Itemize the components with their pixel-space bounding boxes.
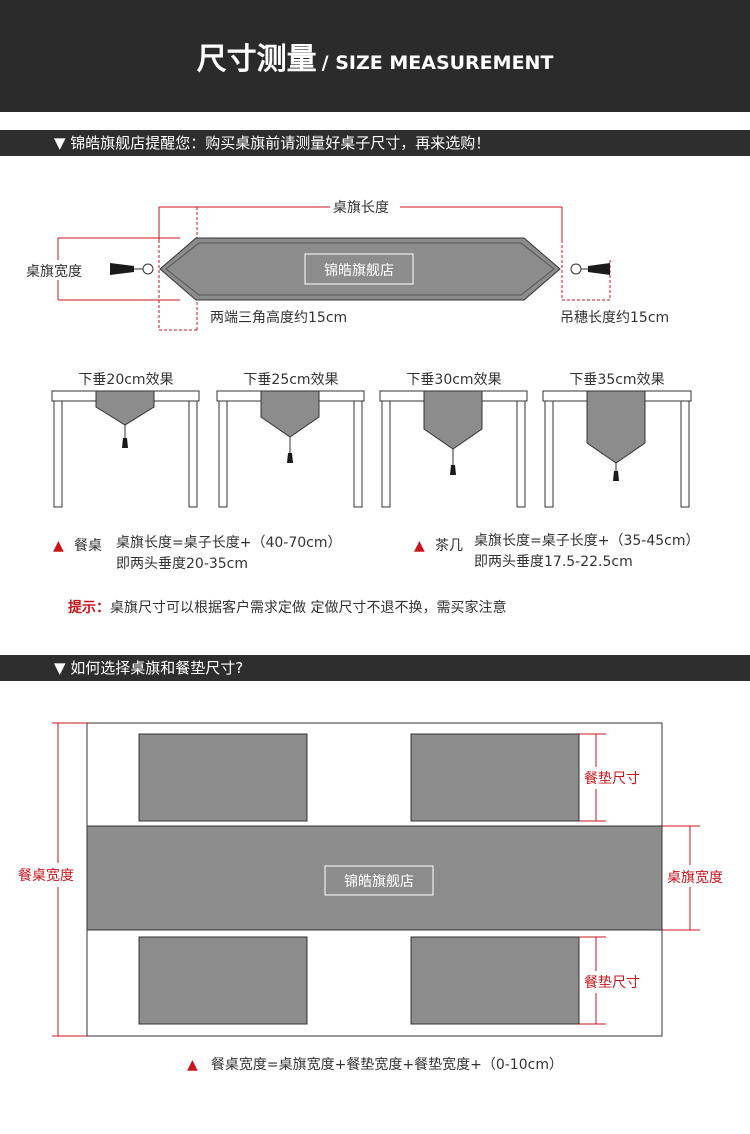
drop-label-2: 下垂25cm效果: [243, 372, 339, 388]
drop-runner-3: [423, 390, 483, 450]
drop-label-4: 下垂35cm效果: [569, 372, 665, 388]
tassel-icon-2: [287, 453, 293, 463]
placemat-top-right: [410, 733, 580, 822]
runner-diagram: [57, 206, 611, 331]
runner-width-label: 桌旗宽度: [26, 264, 82, 280]
title-cn: 尺寸测量: [196, 42, 317, 77]
placemat-bottom-right: [410, 936, 580, 1025]
tassel-icon-3: [450, 465, 456, 475]
drop-label-3: 下垂30cm效果: [406, 372, 502, 388]
right-tassel-ring: [570, 263, 582, 275]
runner-length-label: 桌旗长度: [333, 200, 389, 216]
triangle-icon-dining: ▲: [53, 538, 64, 554]
placemat-size-label-top: 餐垫尺寸: [584, 771, 640, 787]
table-top-diagram: [52, 722, 700, 1037]
tea-formula-line1: 桌旗长度=桌子长度+（35-45cm）: [474, 533, 700, 549]
placemat-size-label-bottom: 餐垫尺寸: [584, 975, 640, 991]
drop-diagrams: [51, 390, 692, 508]
drop-runner-1: [95, 390, 155, 426]
tip-text: 桌旗尺寸可以根据客户需求定做 定做尺寸不退不换，需买家注意: [110, 600, 507, 616]
drop-runner-4: [586, 390, 646, 464]
triangle-icon-tea: ▲: [414, 538, 425, 554]
left-tassel-icon: [110, 263, 134, 275]
page-title: 尺寸测量 / SIZE MEASUREMENT: [0, 34, 750, 78]
right-tassel-icon: [588, 263, 610, 275]
reminder-text: ▼ 锦皓旗舰店提醒您：购买桌旗前请测量好桌子尺寸，再来选购！: [54, 134, 491, 152]
tip-label: 提示：: [68, 600, 110, 616]
tassel-icon-4: [613, 471, 619, 481]
section-bar-how-to-choose: ▼ 如何选择桌旗和餐垫尺寸?: [0, 655, 750, 681]
runner-brand-label: 锦皓旗舰店: [324, 263, 394, 279]
placemat-top-left: [138, 733, 308, 822]
title-en: / SIZE MEASUREMENT: [321, 52, 554, 74]
left-tassel-ring: [142, 263, 154, 275]
tassel-length-label: 吊穗长度约15cm: [560, 310, 670, 326]
tea-formula-line2: 即两头垂度17.5-22.5cm: [474, 554, 633, 570]
drop-runner-2: [260, 390, 320, 438]
page-header: [0, 0, 750, 112]
runner-width-label-2: 桌旗宽度: [667, 870, 723, 886]
table-width-label: 餐桌宽度: [18, 868, 74, 884]
bottom-formula: ▲ 餐桌宽度=桌旗宽度+餐垫宽度+餐垫宽度+（0-10cm）: [0, 1054, 750, 1076]
bottom-formula-text: 餐桌宽度=桌旗宽度+餐垫宽度+餐垫宽度+（0-10cm）: [210, 1057, 563, 1073]
dining-formula-line2: 即两头垂度20-35cm: [116, 556, 249, 572]
tea-name: 茶几: [435, 538, 463, 554]
table-brand-label: 锦皓旗舰店: [344, 874, 414, 890]
dining-name: 餐桌: [74, 538, 102, 554]
section-bar-reminder: ▼ 锦皓旗舰店提醒您：购买桌旗前请测量好桌子尺寸，再来选购！: [0, 130, 750, 156]
dining-formula-line1: 桌旗长度=桌子长度+（40-70cm）: [116, 535, 342, 551]
runner-across-table: [86, 825, 663, 931]
placemat-bottom-left: [138, 936, 308, 1025]
drop-label-1: 下垂20cm效果: [78, 372, 174, 388]
tip-line: 提示：桌旗尺寸可以根据客户需求定做 定做尺寸不退不换，需买家注意: [68, 598, 506, 619]
tassel-icon-1: [122, 438, 128, 448]
how-to-choose-text: ▼ 如何选择桌旗和餐垫尺寸?: [54, 659, 244, 677]
triangle-icon-bottom: ▲: [187, 1057, 198, 1073]
runner-shape: [159, 237, 561, 301]
triangle-height-label: 两端三角高度约15cm: [210, 310, 348, 326]
